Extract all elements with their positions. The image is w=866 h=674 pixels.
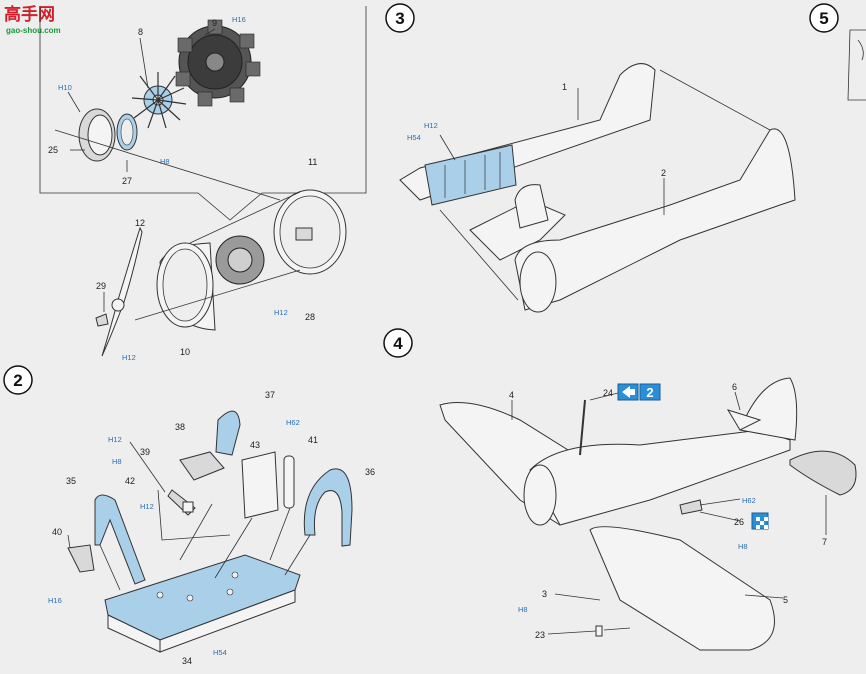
label-26: 26	[734, 517, 744, 527]
seat-rail-part	[241, 451, 279, 519]
antenna-mast-part	[579, 399, 586, 456]
tail-wheel-part	[595, 625, 603, 637]
paint-h8-gear: H8	[518, 605, 528, 614]
engine-assembly-part	[215, 235, 265, 285]
step-5-partial: 5	[809, 3, 866, 101]
step-4-badge	[383, 328, 413, 358]
control-stick-part	[157, 489, 231, 541]
label-10: 10	[180, 347, 190, 357]
label-24: 24	[603, 388, 613, 398]
label-4: 4	[509, 390, 514, 400]
step-2-badge	[3, 365, 33, 395]
checker-icon	[751, 512, 769, 530]
cowl-ring-part	[273, 189, 347, 275]
paint-h8-seat: H8	[112, 457, 122, 466]
label-38: 38	[175, 422, 185, 432]
label-37: 37	[265, 390, 275, 400]
assembled-fuselage	[529, 429, 791, 526]
paint-h54-floor: H54	[213, 648, 227, 657]
ref-step-2-number: 2	[646, 385, 653, 400]
label-27: 27	[122, 176, 132, 186]
fuselage-interior-panel	[424, 144, 517, 206]
label-2: 2	[661, 168, 666, 178]
propeller-part	[101, 226, 143, 357]
watermark-site: gao-shou.com	[6, 26, 61, 35]
label-6: 6	[732, 382, 737, 392]
engine-rear-part	[175, 19, 261, 107]
paint-h54-fuselage: H54	[407, 133, 421, 142]
oxygen-tank-part	[283, 455, 295, 509]
step-1-engine-assembly: 8 9 H16 H10 H8 25 27	[39, 6, 367, 362]
engine-inset-frame	[39, 6, 367, 221]
step-5-badge	[809, 3, 839, 33]
label-39: 39	[140, 447, 150, 457]
label-28: 28	[305, 312, 315, 322]
label-8: 8	[138, 27, 143, 37]
lower-wing-part	[589, 526, 775, 651]
tail-stabilizer-part	[789, 450, 857, 496]
cowling-part	[156, 242, 216, 331]
label-41: 41	[308, 435, 318, 445]
watermark-logo: 高手网 gao-shou.com	[4, 4, 61, 35]
seat-part	[179, 451, 225, 481]
label-11: 11	[308, 157, 317, 167]
step-4-number: 4	[393, 334, 403, 353]
seat-frame-part	[94, 494, 146, 585]
paint-h16-seat: H16	[48, 596, 62, 605]
paint-h12-seat: H12	[108, 435, 122, 444]
label-29: 29	[96, 281, 106, 291]
label-34: 34	[182, 656, 192, 666]
label-7: 7	[822, 537, 827, 547]
fuselage-right-part	[514, 128, 796, 311]
step-3-badge	[385, 3, 415, 33]
tail-fin	[739, 377, 798, 441]
step-2-cockpit-assembly: 2 37 38 39	[3, 365, 375, 666]
label-12: 12	[135, 218, 145, 228]
horizontal-stabilizer-part	[726, 409, 762, 431]
paint-h62-seat: H62	[286, 418, 300, 427]
label-25: 25	[48, 145, 58, 155]
paint-h8-engine: H8	[160, 157, 170, 166]
label-43: 43	[250, 440, 260, 450]
seat-back-part	[215, 410, 241, 456]
landing-gear-part	[679, 499, 703, 515]
paint-h12-fuselage: H12	[424, 121, 438, 130]
watermark-brand: 高手网	[4, 4, 55, 24]
paint-h16-top: H16	[232, 15, 246, 24]
ref-step-2-box: 2	[617, 383, 661, 401]
step-3-fuselage-assembly: 3 1 2 H12 H54	[385, 3, 796, 313]
label-36: 36	[365, 467, 375, 477]
label-42: 42	[125, 476, 135, 486]
label-9: 9	[212, 18, 217, 28]
step-4-wing-assembly: 4 4 24	[383, 328, 857, 651]
rollover-frame-part	[303, 468, 353, 547]
engine-front-part	[131, 72, 187, 129]
label-3: 3	[542, 589, 547, 599]
label-40: 40	[52, 527, 62, 537]
label-1: 1	[562, 82, 567, 92]
label-23: 23	[535, 630, 545, 640]
paint-h10: H10	[58, 83, 72, 92]
step-3-number: 3	[395, 9, 404, 28]
spinner-part	[95, 313, 109, 327]
bracket-part	[67, 544, 95, 573]
exhaust-collector-part	[78, 108, 116, 162]
paint-h12-cowl: H12	[122, 353, 136, 362]
step-2-number: 2	[13, 371, 22, 390]
paint-h8-wing: H8	[738, 542, 748, 551]
paint-h12-rod: H12	[140, 502, 154, 511]
paint-h62-wing: H62	[742, 496, 756, 505]
label-5: 5	[783, 595, 788, 605]
step-5-number: 5	[819, 9, 828, 28]
label-35: 35	[66, 476, 76, 486]
paint-h12-ring: H12	[274, 308, 288, 317]
